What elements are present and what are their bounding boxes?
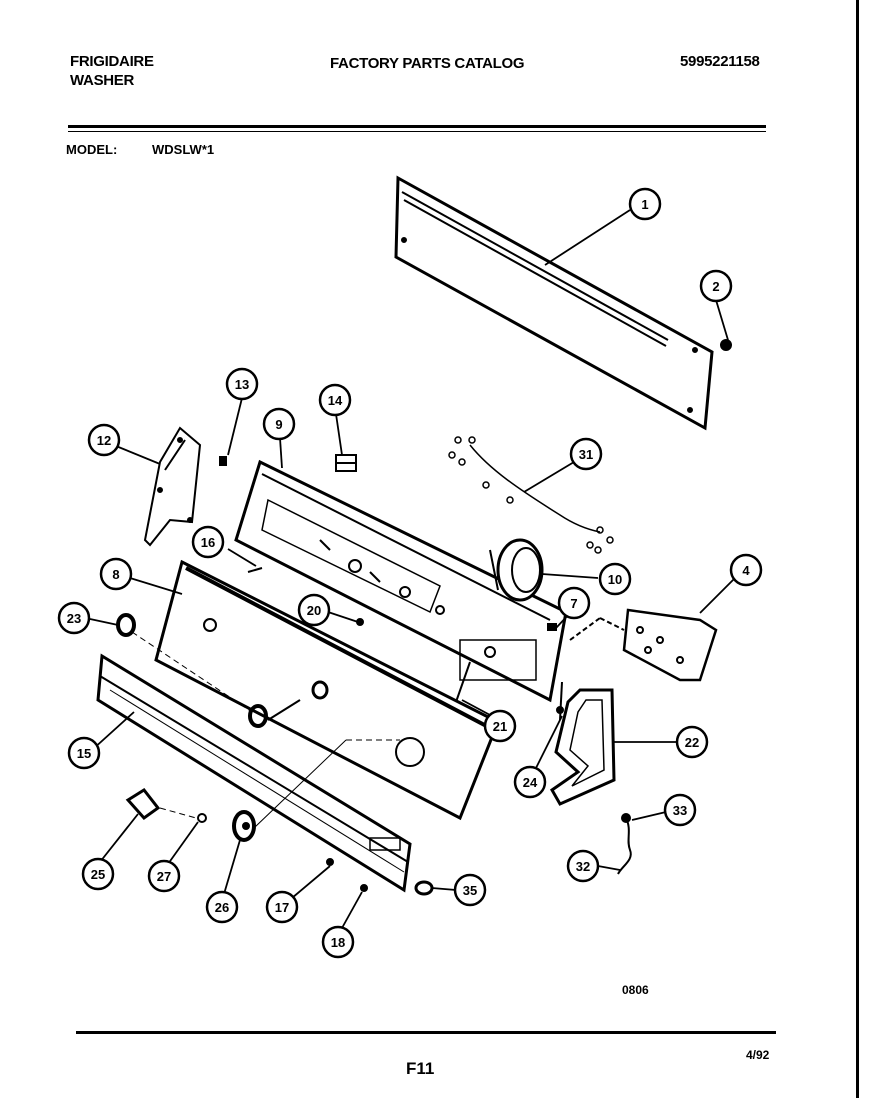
callout-label: 7 [570,596,577,611]
header-rule-thick [68,125,766,128]
part-bezel-15 [96,653,412,893]
callout-23: 23 [57,601,91,635]
callout-26: 26 [205,890,239,924]
part-switch-4 [569,608,718,682]
callout-22: 22 [675,725,709,759]
callout-label: 2 [712,279,719,294]
callout-label: 33 [673,803,687,818]
part-control-panel [234,459,568,703]
callout-label: 16 [201,535,215,550]
brand-name: FRIGIDAIRE [70,53,154,70]
callout-16: 16 [191,525,225,559]
part-wire-clip-33 [617,813,632,875]
drawing-code: 0806 [622,983,649,997]
callout-label: 4 [742,563,750,578]
part-knob-assembly [248,680,329,728]
callout-label: 27 [157,869,171,884]
part-switch-14 [335,454,357,472]
callout-25: 25 [81,857,115,891]
part-bracket-22 [550,688,616,806]
callout-label: 1 [641,197,648,212]
callout-label: 22 [685,735,699,750]
product-type: WASHER [70,72,135,89]
callout-20: 20 [297,593,331,627]
callout-label: 35 [463,883,477,898]
callout-12: 12 [87,423,121,457]
callout-35: 35 [453,873,487,907]
callout-13: 13 [225,367,259,401]
callout-label: 20 [307,603,321,618]
callout-15: 15 [67,736,101,770]
callout-label: 31 [579,447,593,462]
callout-4: 4 [729,553,763,587]
catalog-title: FACTORY PARTS CATALOG [330,55,525,72]
part-screw-2 [720,339,732,351]
brand-block: FRIGIDAIRE WASHER [70,52,154,90]
callout-10: 10 [598,562,632,596]
callout-label: 15 [77,746,91,761]
callout-32: 32 [566,849,600,883]
callout-label: 8 [112,567,119,582]
callout-label: 21 [493,719,507,734]
callout-label: 18 [331,935,345,950]
footer-rule [76,1031,776,1034]
header-rule-thin [68,131,766,132]
model-label: MODEL: [66,142,118,157]
callout-label: 13 [235,377,249,392]
callout-7: 7 [557,586,591,620]
part-screw-27 [197,813,207,823]
callout-1: 1 [628,187,662,221]
callouts: 1 2 4 7 8 9 10 12 13 14 15 16 17 18 20 2… [57,187,763,959]
part-bracket-21 [455,661,471,703]
part-knob-25 [125,788,197,821]
callout-18: 18 [321,925,355,959]
callout-31: 31 [569,437,603,471]
part-wire-harness-31 [448,436,614,554]
revision-date: 4/92 [746,1048,770,1062]
callout-label: 14 [328,393,343,408]
part-clip-7 [547,623,557,631]
parts-artwork [96,175,732,896]
part-clip-13 [219,456,227,466]
callout-label: 10 [608,572,622,587]
part-knob-26 [232,739,400,842]
callout-label: 12 [97,433,111,448]
callout-2: 2 [699,269,733,303]
part-bracket-left [143,426,202,547]
part-grommet-35 [414,880,434,896]
part-timer-10 [489,538,544,602]
page-id: F11 [406,1059,435,1078]
callout-27: 27 [147,859,181,893]
callout-label: 23 [67,611,81,626]
callout-17: 17 [265,890,299,924]
callout-label: 32 [576,859,590,874]
callout-label: 26 [215,900,229,915]
callout-label: 24 [523,775,538,790]
page-border-right [856,0,859,1098]
callout-14: 14 [318,383,352,417]
callout-9: 9 [262,407,296,441]
callout-label: 17 [275,900,289,915]
callout-label: 25 [91,867,105,882]
callout-21: 21 [483,709,517,743]
part-spring-24 [556,681,564,721]
part-screw-17 [326,858,334,866]
leader-lines [89,209,737,929]
part-screw-16 [247,567,263,573]
part-backsplash-panel [394,175,714,431]
catalog-number: 5995221158 [680,53,760,70]
part-screw-18 [360,884,368,892]
callout-label: 9 [275,417,282,432]
model-value: WDSLW*1 [152,142,215,157]
callout-24: 24 [513,765,547,799]
callout-8: 8 [99,557,133,591]
callout-33: 33 [663,793,697,827]
